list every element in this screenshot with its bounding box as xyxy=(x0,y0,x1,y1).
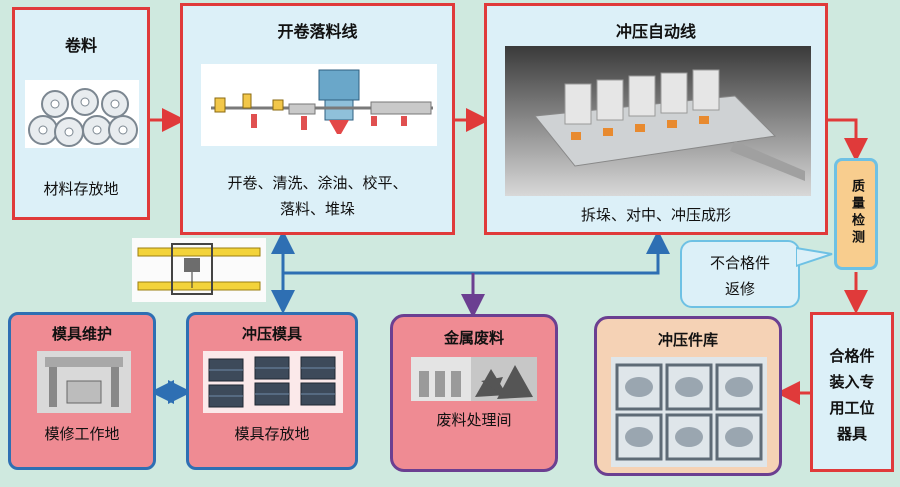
rework-callout-tail xyxy=(796,246,833,268)
press-line-box: 冲压自动线 拆垛、对中、冲压成形 xyxy=(484,3,828,235)
scrap-image xyxy=(411,357,537,401)
press-line-caption: 拆垛、对中、冲压成形 xyxy=(580,206,731,224)
parts-store-image xyxy=(611,357,767,467)
qualified-line-4: 器具 xyxy=(836,425,867,443)
uncoil-title: 开卷落料线 xyxy=(277,22,358,41)
press-line-image xyxy=(505,46,811,196)
uncoil-line-image xyxy=(201,64,437,146)
uncoil-caption-2: 落料、堆垛 xyxy=(279,200,355,218)
coil-image xyxy=(25,80,139,148)
qualified-box: 合格件 装入专 用工位 器具 xyxy=(810,312,894,472)
scrap-box: 金属废料 废料处理间 xyxy=(390,314,558,472)
parts-store-box: 冲压件库 xyxy=(594,316,782,476)
dies-image xyxy=(203,351,343,413)
die-maint-caption: 模修工作地 xyxy=(44,425,120,443)
rework-callout: 不合格件 返修 xyxy=(680,240,800,308)
coil-caption: 材料存放地 xyxy=(43,180,119,198)
quality-box: 质量检测 xyxy=(834,158,878,270)
qualified-line-1: 合格件 xyxy=(829,347,875,365)
press-line-title: 冲压自动线 xyxy=(615,22,696,41)
coil-box: 卷料 材料存放地 xyxy=(12,7,150,220)
scrap-title: 金属废料 xyxy=(443,329,504,347)
crane-image xyxy=(132,238,266,302)
qualified-line-2: 装入专 xyxy=(829,373,875,391)
qualified-line-3: 用工位 xyxy=(829,399,875,417)
die-maint-box: 模具维护 模修工作地 xyxy=(8,312,156,470)
parts-store-title: 冲压件库 xyxy=(657,331,718,349)
uncoil-box: 开卷落料线 开卷、清洗、涂油、校平、 落料、堆垛 xyxy=(180,3,455,235)
dies-box: 冲压模具 模具存放地 xyxy=(186,312,358,470)
die-maint-title: 模具维护 xyxy=(51,325,112,343)
coil-title: 卷料 xyxy=(64,36,97,55)
rework-line-1: 不合格件 xyxy=(709,254,770,272)
quality-title: 质量检测 xyxy=(849,179,864,247)
die-maint-image xyxy=(37,351,131,413)
dies-title: 冲压模具 xyxy=(241,325,302,343)
uncoil-caption-1: 开卷、清洗、涂油、校平、 xyxy=(227,174,408,192)
dies-caption: 模具存放地 xyxy=(234,425,310,443)
arrow-press-to-quality xyxy=(828,118,868,162)
scrap-caption: 废料处理间 xyxy=(436,411,512,429)
rework-line-2: 返修 xyxy=(724,280,755,298)
arrow-dies-to-press xyxy=(283,230,670,275)
